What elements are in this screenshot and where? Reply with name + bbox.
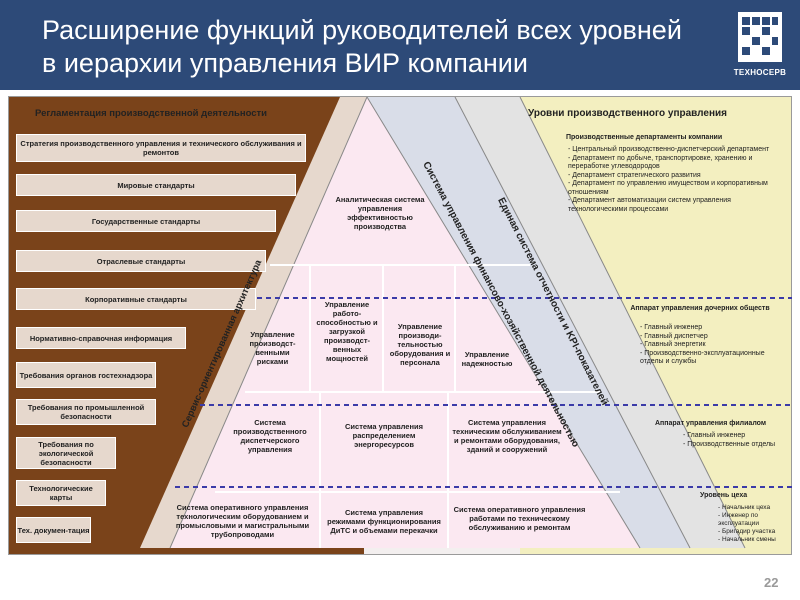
- page-number: 22: [764, 575, 779, 590]
- pyramid-row4-cell: Система оперативного управления технолог…: [175, 503, 310, 539]
- left-item: Государственные стандарты: [16, 210, 276, 232]
- pyramid-row2-cell: Управление работо-способностью и загрузк…: [316, 300, 378, 363]
- left-item: Нормативно-справочная информация: [16, 327, 186, 349]
- level-line: - Главный энергетик: [640, 341, 706, 348]
- pyramid-row2-cell: Управление надежностью: [461, 350, 513, 368]
- level-lines: - Главный инженер - Производственные отд…: [683, 432, 788, 449]
- left-panel-title: Регламентация производственной деятельно…: [35, 108, 268, 119]
- logo-icon: [738, 12, 782, 62]
- level-line: - Центральный производственно-диспетчерс…: [568, 146, 770, 153]
- diagonal-band-soa: [140, 97, 367, 548]
- slide-header: [0, 0, 800, 90]
- level-heading: Уровень цеха: [700, 492, 748, 499]
- level-line: - Бригадир участка: [718, 528, 776, 535]
- level-line: - Начальник цеха: [718, 504, 771, 511]
- left-item: Требования органов гостехнадзора: [16, 362, 156, 388]
- pyramid-row3-cell: Система управления распределением энерго…: [345, 422, 423, 449]
- level-lines: - Начальник цеха - Инженер по эксплуатац…: [718, 504, 793, 544]
- level-line: - Департамент автоматизации систем управ…: [568, 197, 731, 213]
- pyramid-top-cell: Аналитическая система управления эффекти…: [335, 195, 425, 231]
- pyramid-row2-cell: Управление производст-венными рисками: [249, 330, 296, 366]
- pyramid-row4-cell: Система оперативного управления работами…: [453, 505, 586, 532]
- level-heading: Аппарат управления филиалом: [655, 420, 767, 427]
- left-item: Требования по промышленной безопасности: [16, 399, 156, 425]
- pyramid-row3-cell: Система управления техническим обслужива…: [452, 418, 562, 454]
- left-item: Мировые стандарты: [16, 174, 296, 196]
- pyramid-row2-cell: Управление производи-тельностью оборудов…: [389, 322, 451, 367]
- pyramid-row4-cell: Система управления режимами функциониров…: [327, 508, 441, 535]
- level-line: - Главный диспетчер: [640, 332, 708, 340]
- company-logo: ТЕХНОСЕРВ: [730, 8, 790, 78]
- logo-text: ТЕХНОСЕРВ: [733, 68, 787, 77]
- pyramid-row3-cell: Система производственного диспетчерского…: [233, 418, 307, 454]
- level-line: - Инженер по эксплуатации: [718, 512, 759, 527]
- level-line: - Производственные отделы: [683, 440, 776, 448]
- level-lines: - Центральный производственно-диспетчерс…: [568, 146, 788, 214]
- level-line: - Главный инженер: [640, 324, 703, 331]
- right-panel-title: Уровни производственного управления: [528, 108, 727, 119]
- left-item: Требования по экологической безопасности: [16, 437, 116, 469]
- level-line: - Производственно-эксплуатационные отдел…: [640, 349, 765, 366]
- left-item: Технологические карты: [16, 480, 106, 506]
- level-heading: Производственные департаменты компании: [566, 134, 723, 141]
- left-item: Корпоративные стандарты: [16, 288, 256, 310]
- diagonal-band-kpi: [455, 97, 745, 548]
- left-item: Тех. докумен-тация: [16, 517, 91, 543]
- level-line: - Начальник смены: [718, 536, 776, 543]
- level-line: - Департамент стратегического развития: [568, 171, 701, 179]
- level-line: - Департамент по управлению имуществом и…: [568, 180, 768, 196]
- level-dividers: [175, 297, 792, 488]
- level-lines: - Главный инженер - Главный диспетчер - …: [640, 324, 790, 367]
- pyramid-shape: [170, 97, 640, 548]
- level-line: - Департамент по добыче, транспортировке…: [568, 154, 753, 171]
- left-item: Стратегия производственного управления и…: [16, 134, 306, 162]
- level-line: - Главный инженер: [683, 432, 746, 439]
- diagonal-band-finance: [367, 97, 690, 548]
- level-heading: Аппарат управления дочерних обществ: [630, 305, 770, 312]
- slide-title: Расширение функций руководителей всех ур…: [42, 15, 682, 78]
- left-item: Отраслевые стандарты: [16, 250, 266, 272]
